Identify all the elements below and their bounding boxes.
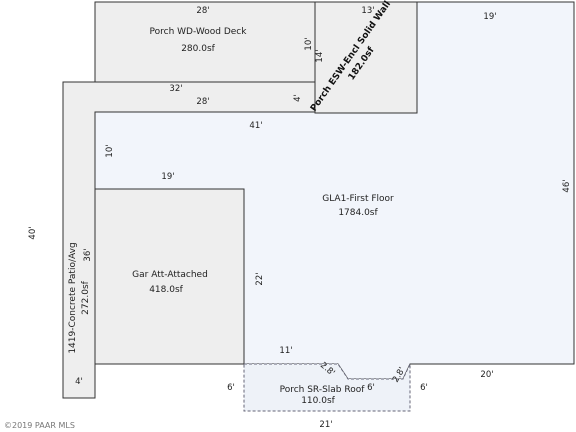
mls-watermark: ©2019 PAAR MLS [4,421,75,430]
dim-41: 41' [249,121,262,131]
dim-10-left: 10' [105,144,115,157]
dim-46: 46' [562,179,572,192]
dim-6-center: 6' [367,383,375,393]
garage-area [94,188,245,365]
patio-label-group: 1419-Concrete Patio/Avg 272.0sf [68,242,91,353]
dim-19-top: 19' [483,12,496,22]
dim-32: 32' [169,84,182,94]
dim-19-mid: 19' [161,172,174,182]
dim-11: 11' [279,346,292,356]
porch-wd-area [94,1,316,83]
garage-area-label: 418.0sf [149,285,183,295]
dim-10-deck: 10' [304,37,314,50]
dim-36: 36' [83,248,93,261]
porch-sr-area [243,363,411,412]
dim-13: 13' [361,6,374,16]
porch-wd-area-label: 280.0sf [181,44,215,54]
dim-28-mid: 28' [196,97,209,107]
gla1-area-label: 1784.0sf [338,208,378,218]
porch-wd-name: Porch WD-Wood Deck [150,27,248,37]
garage-name: Gar Att-Attached [132,270,208,280]
porch-esw-area [314,1,418,114]
gla1-name: GLA1-First Floor [322,194,394,204]
porch-sr-name: Porch SR-Slab Roof [280,385,366,395]
dim-6-left: 6' [227,383,235,393]
dim-14: 14' [315,49,325,62]
porch-sr-area-label: 110.0sf [301,396,335,406]
dim-4-bottom: 4' [75,377,83,387]
dim-40: 40' [28,226,38,239]
dim-28-top: 28' [196,6,209,16]
dim-20: 20' [480,370,493,380]
dim-4-mid: 4' [293,94,303,102]
patio-area-label: 272.0sf [81,280,91,314]
patio-name: 1419-Concrete Patio/Avg [68,242,78,353]
dim-6-right: 6' [420,383,428,393]
dim-22: 22' [255,272,265,285]
dim-21: 21' [319,420,332,430]
patio-area [62,81,316,399]
